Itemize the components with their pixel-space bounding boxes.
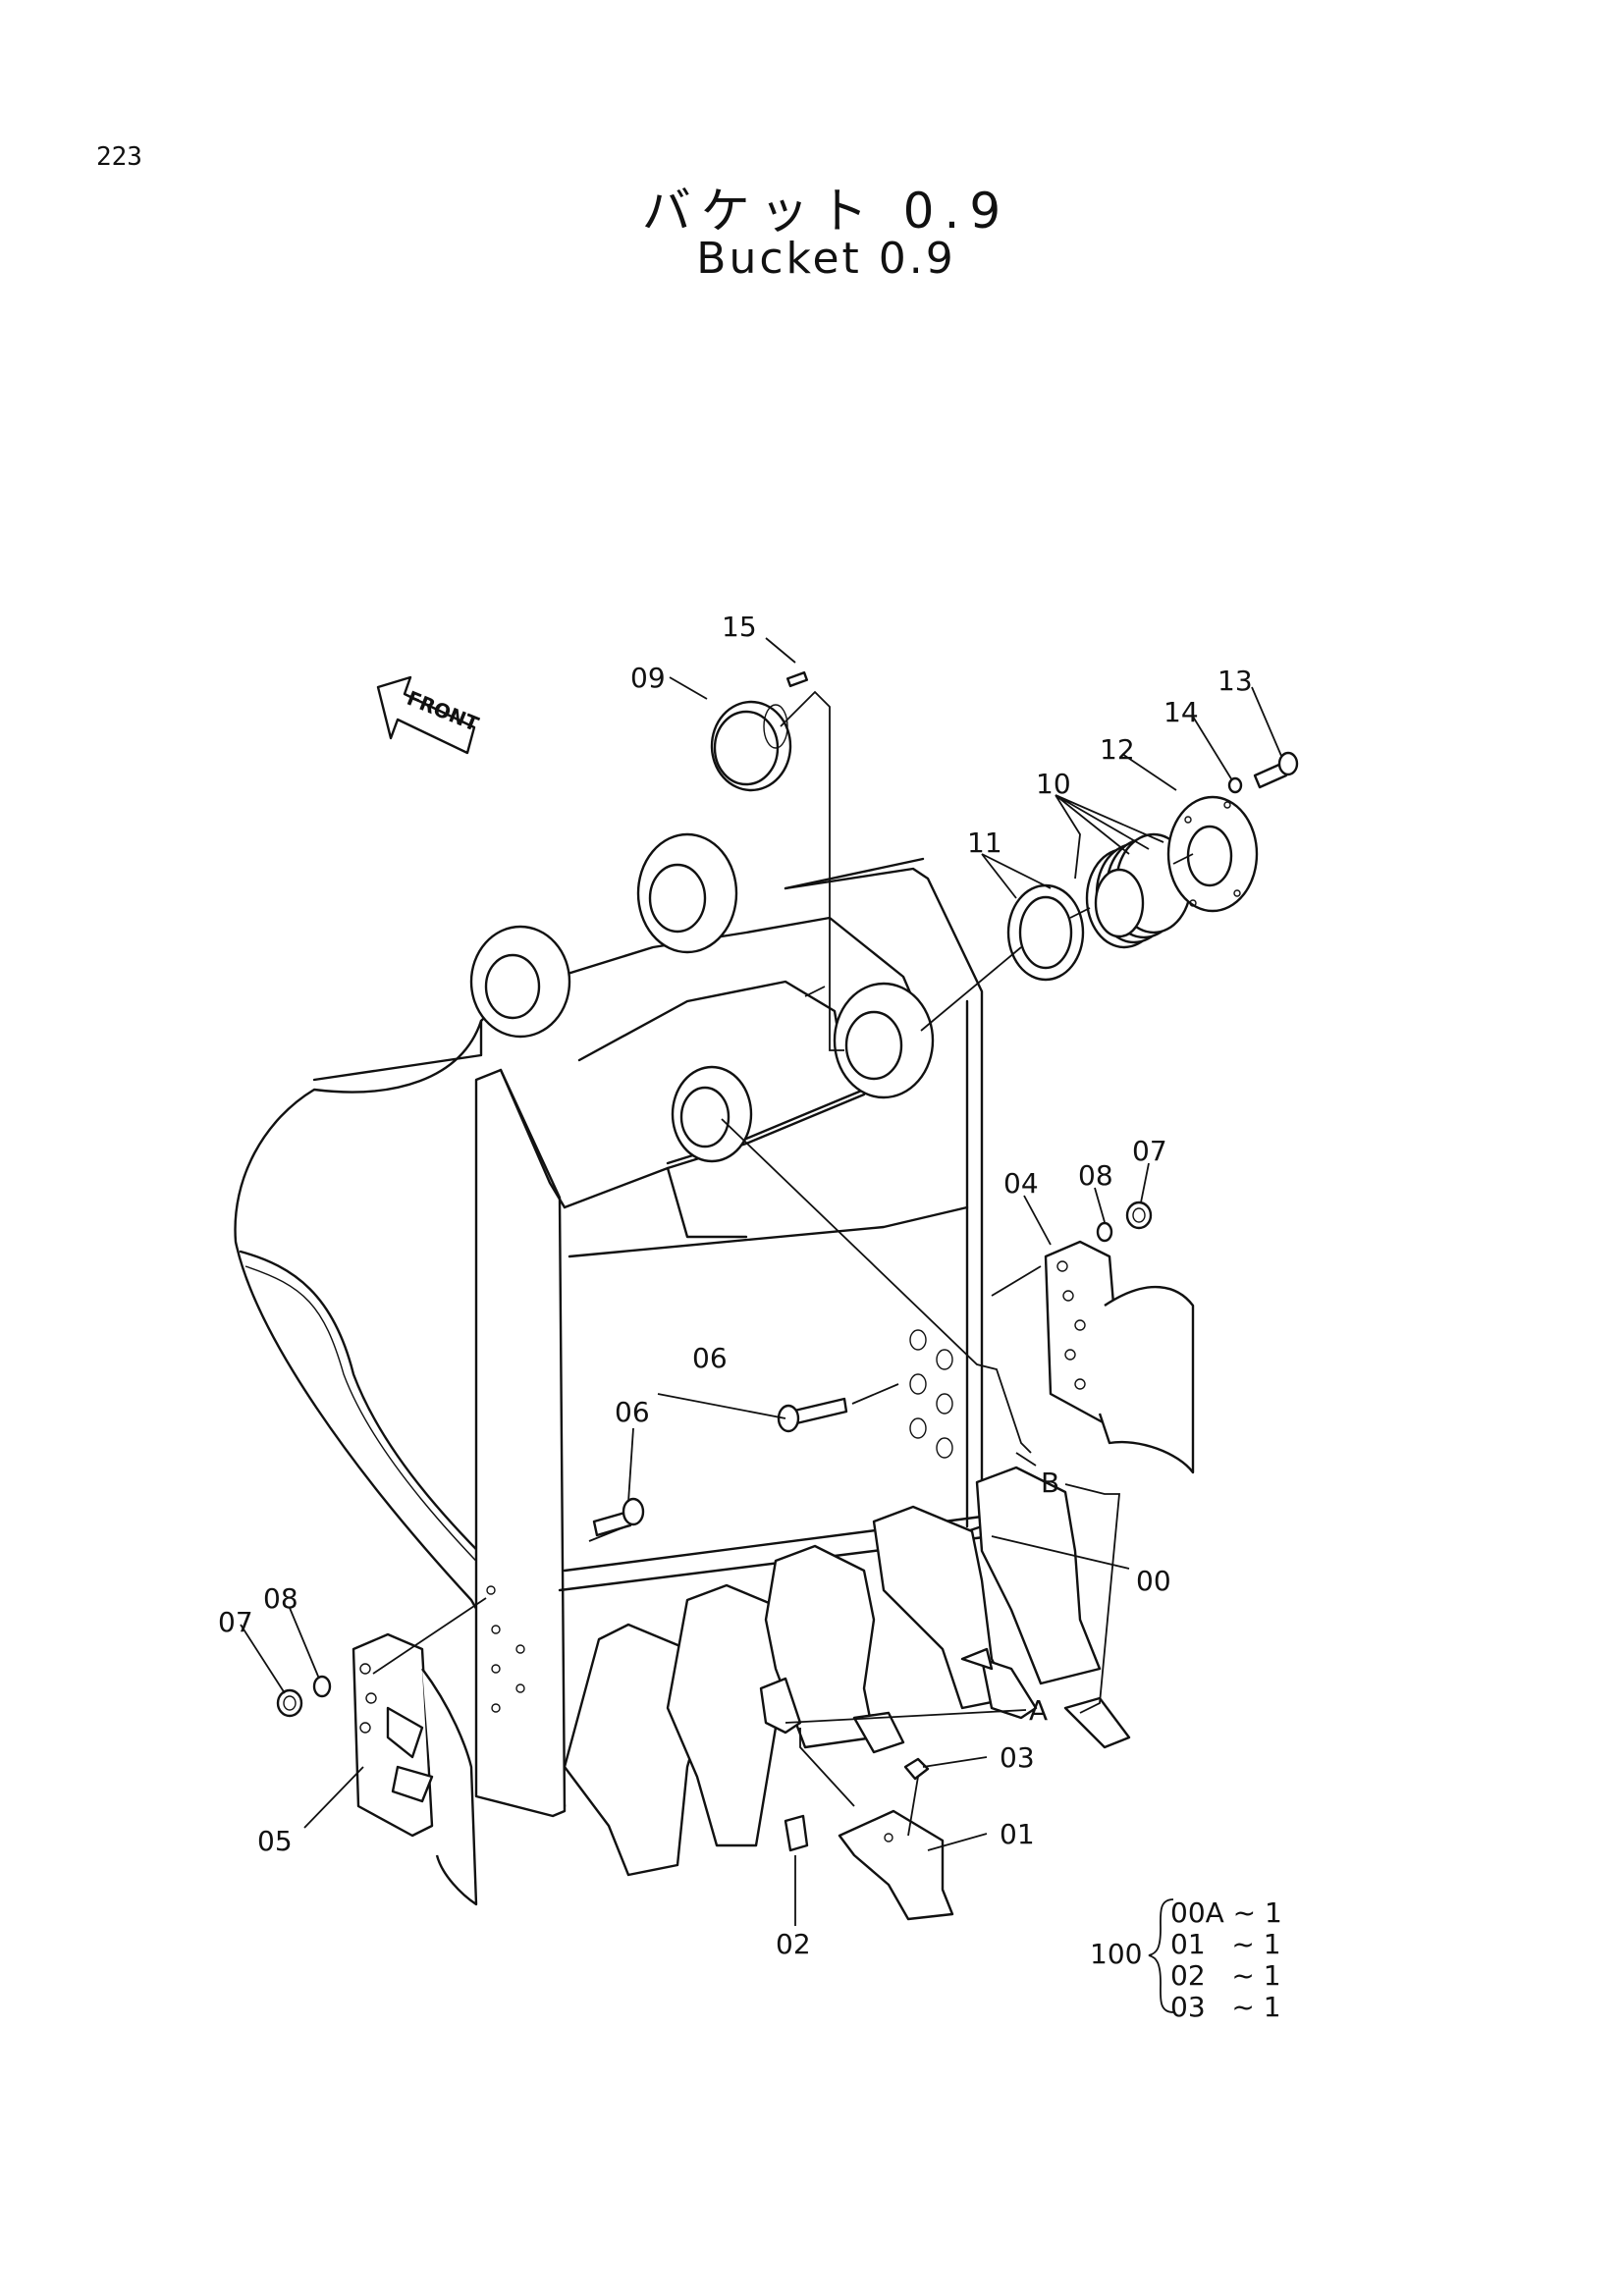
callout-01: 01 [1000,1818,1035,1850]
callout-06-lower: 06 [615,1396,650,1428]
washer-08-left [312,1675,332,1698]
callout-07-right: 07 [1132,1135,1167,1167]
pin-boss-upper-right [636,832,738,954]
assembly-kit-label: 100 [1090,1938,1142,1970]
pin-boss-lower-right [833,982,935,1099]
callout-B: B [1041,1467,1059,1499]
title-english: Bucket 0.9 [696,234,956,284]
page-number: 223 [96,142,142,172]
callout-02: 02 [776,1928,811,1960]
callout-12: 12 [1100,733,1135,766]
plate-12 [1166,795,1259,913]
assembly-kit-item: 01 ~ 1 [1170,1928,1281,1960]
callout-leaders [240,637,1282,1926]
pin-boss-lower-left [671,1065,753,1163]
callout-03: 03 [1000,1741,1035,1774]
callout-00: 00 [1136,1565,1171,1597]
callout-15: 15 [722,611,757,643]
pin-15 [785,670,809,688]
callout-10: 10 [1036,768,1071,800]
bucket-body [234,832,994,1818]
washer-08-right [1096,1221,1113,1243]
callout-07-left: 07 [218,1606,253,1638]
tooth-pin-02 [784,1814,809,1852]
callout-08-left: 08 [263,1582,298,1615]
side-cutter-04 [1044,1240,1195,1474]
callout-06-upper: 06 [692,1342,728,1374]
assembly-kit-item: 00A ~ 1 [1170,1896,1282,1929]
callout-04: 04 [1003,1167,1039,1200]
callout-14: 14 [1163,696,1199,728]
assembly-lines [372,690,1194,1837]
callout-labels: 15 09 13 14 12 10 11 07 08 04 06 06 B 00… [218,611,1253,1960]
side-cutter-05 [352,1632,478,1906]
assembly-kit-item: 03 ~ 1 [1170,1991,1281,2023]
seal-ring-11 [1006,883,1085,982]
assembly-kit-item: 02 ~ 1 [1170,1959,1281,1992]
tooth-point-01 [838,1809,954,1921]
callout-13: 13 [1217,665,1253,697]
bushing-09 [710,700,792,792]
shims-10 [1085,832,1193,949]
callout-A: A [1029,1694,1048,1727]
side-bolt-holes-right [909,1329,953,1459]
callout-05: 05 [257,1825,293,1857]
assembly-kit-list: 100 00A ~ 1 01 ~ 1 02 ~ 1 03 ~ 1 [1090,1896,1282,2023]
nut-07-right [1125,1201,1153,1230]
nut-07-left [276,1688,303,1718]
callout-11: 11 [967,827,1002,859]
bolt-06-lower [592,1497,645,1537]
bolt-13 [1253,751,1299,789]
pin-boss-upper-left [469,925,571,1039]
callout-09: 09 [630,662,666,694]
front-arrow-icon: FRONT [376,675,482,755]
bolt-06-upper [777,1397,848,1433]
title-japanese: バケット 0.9 [641,183,1011,240]
tooth-lock-03 [903,1757,930,1781]
washer-14 [1227,776,1243,794]
bucket-teeth [563,1466,1131,1877]
callout-08-right: 08 [1078,1159,1113,1192]
side-bolt-holes-left [486,1585,525,1713]
